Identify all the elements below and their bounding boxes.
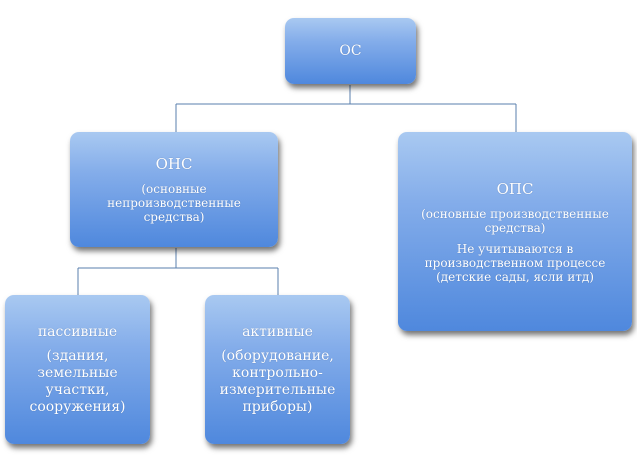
node-active-description: (оборудование, контрольно-измерительные …	[219, 347, 336, 415]
node-ops-note: Не учитываются в производственном процес…	[424, 241, 606, 284]
node-os-title: ОС	[339, 42, 362, 59]
node-os: ОС	[285, 18, 416, 84]
node-ops: ОПС (основные производственные средства)…	[398, 132, 632, 331]
node-ops-description: (основные производственные средства)	[421, 206, 609, 235]
node-ops-title: ОПС	[496, 179, 534, 198]
node-passive-title: пассивные	[37, 323, 118, 340]
node-ons-title: ОНС	[155, 155, 193, 173]
node-passive: пассивные (здания, земельные участки, со…	[5, 295, 150, 444]
node-passive-description: (здания, земельные участки, сооружения)	[29, 347, 126, 415]
node-active: активные (оборудование, контрольно-измер…	[205, 295, 350, 444]
node-ons-description: (основные непроизводственные средства)	[107, 182, 241, 224]
node-ons: ОНС (основные непроизводственные средств…	[70, 132, 278, 247]
node-active-title: активные	[242, 323, 313, 340]
